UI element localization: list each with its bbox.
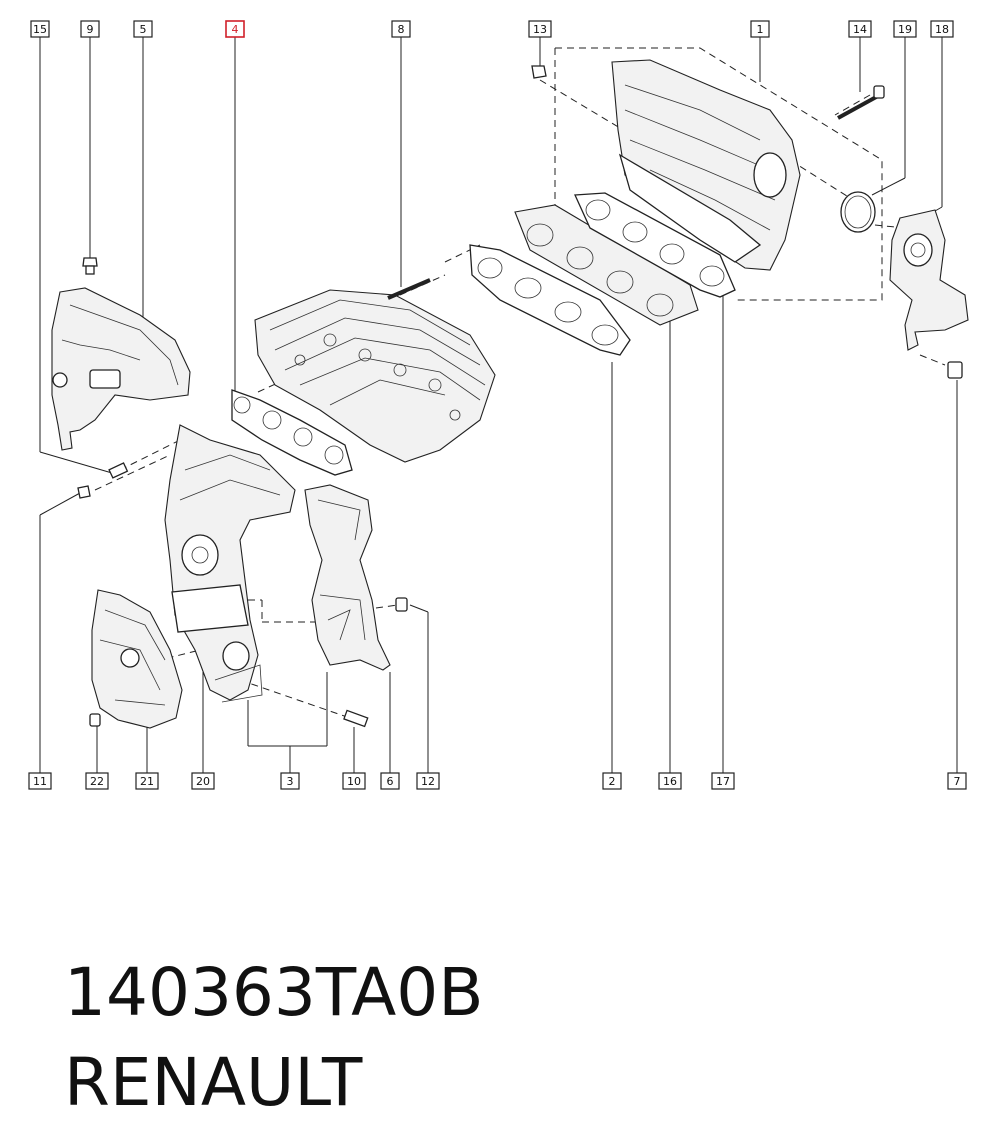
callout-4: 4 [225, 20, 245, 38]
callout-13-label: 13 [533, 23, 547, 36]
callout-22: 22 [85, 772, 109, 790]
callout-8: 8 [391, 20, 411, 38]
callout-14-label: 14 [853, 23, 867, 36]
callout-5: 5 [133, 20, 153, 38]
callout-8-label: 8 [398, 23, 405, 36]
callout-10-label: 10 [347, 775, 361, 788]
callout-6: 6 [380, 772, 400, 790]
cylinder-head [254, 289, 496, 463]
part-15-stud [108, 462, 129, 479]
part-12-bolt [395, 597, 408, 612]
part-5-heat-shield [51, 287, 191, 451]
callout-13: 13 [528, 20, 552, 38]
callout-11: 11 [28, 772, 52, 790]
callout-3-label: 3 [287, 775, 294, 788]
part-1-intake-manifold [611, 59, 801, 271]
part-11-nut [77, 485, 91, 499]
callout-21-label: 21 [140, 775, 154, 788]
callout-4-label: 4 [232, 23, 239, 36]
callout-21: 21 [135, 772, 159, 790]
part-number: 140363TA0B [63, 954, 484, 1031]
callout-20-label: 20 [196, 775, 210, 788]
callout-3: 3 [280, 772, 300, 790]
callout-2: 2 [602, 772, 622, 790]
callout-19-label: 19 [898, 23, 912, 36]
callout-1-label: 1 [757, 23, 764, 36]
callout-17: 17 [711, 772, 735, 790]
part-8-stud [387, 278, 431, 300]
callout-20: 20 [191, 772, 215, 790]
callout-17-label: 17 [716, 775, 730, 788]
callout-1: 1 [750, 20, 770, 38]
callout-15-label: 15 [33, 23, 47, 36]
callout-7-label: 7 [954, 775, 961, 788]
part-14-bolt [837, 85, 885, 120]
part-2-intake-gasket [469, 244, 631, 356]
part-22-bolt [89, 713, 101, 727]
part-7-bolt [947, 361, 963, 379]
callout-15: 15 [30, 20, 50, 38]
part-18-bracket [889, 209, 969, 351]
callout-2-label: 2 [609, 775, 616, 788]
callout-9-label: 9 [87, 23, 94, 36]
callout-11-label: 11 [33, 775, 47, 788]
part-19-o-ring [840, 191, 876, 233]
exploded-parts-diagram: 15 9 5 4 8 13 1 14 19 18 11 22 [28, 20, 969, 790]
callout-9: 9 [80, 20, 100, 38]
part-16-intake-spacer [514, 204, 699, 326]
callout-18-label: 18 [935, 23, 949, 36]
part-9-nut [82, 257, 98, 275]
part-17-intake-gasket [574, 192, 736, 298]
callout-19: 19 [893, 20, 917, 38]
part-10-stud [343, 709, 369, 728]
leader-lines [39, 37, 958, 773]
part-21-heat-shield [91, 589, 183, 729]
part-20-exhaust-manifold [164, 424, 296, 703]
part-4-exhaust-gasket [231, 389, 353, 476]
part-caption: 140363TA0B RENAULT [22, 858, 982, 1121]
callout-18: 18 [930, 20, 954, 38]
callout-5-label: 5 [140, 23, 147, 36]
callout-14: 14 [848, 20, 872, 38]
callout-12: 12 [416, 772, 440, 790]
callout-7: 7 [947, 772, 967, 790]
callout-12-label: 12 [421, 775, 435, 788]
part-6-heat-shield [304, 484, 391, 671]
brand-name: RENAULT [63, 1044, 363, 1121]
callout-16: 16 [658, 772, 682, 790]
callout-16-label: 16 [663, 775, 677, 788]
callout-6-label: 6 [387, 775, 394, 788]
callout-10: 10 [342, 772, 366, 790]
callout-22-label: 22 [90, 775, 104, 788]
part-13-nut [531, 65, 547, 79]
